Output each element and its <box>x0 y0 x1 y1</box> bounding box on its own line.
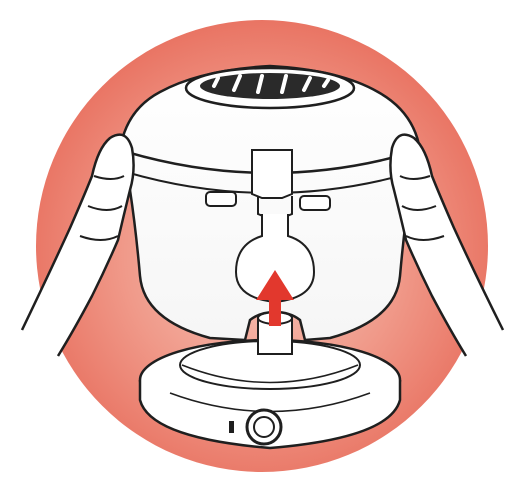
diagram-canvas <box>0 0 525 477</box>
fryer-lift-illustration <box>0 0 525 477</box>
